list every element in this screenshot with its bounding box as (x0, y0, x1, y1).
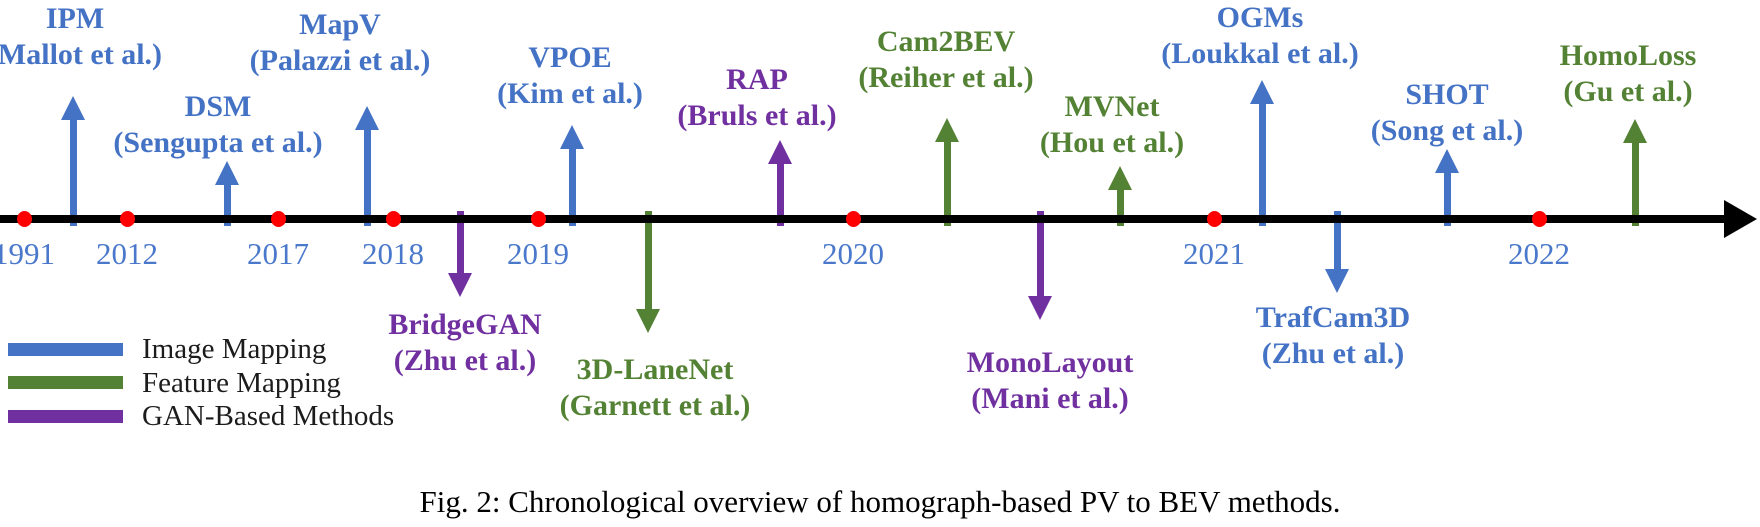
figure-caption: Fig. 2: Chronological overview of homogr… (419, 484, 1341, 519)
event-label: HomoLoss(Gu et al.) (1560, 38, 1697, 110)
year-dot (17, 211, 32, 227)
year-label: 2018 (362, 236, 424, 271)
legend-item: Image Mapping (8, 333, 327, 365)
event-authors: (Garnett et al.) (559, 389, 751, 422)
event-authors: (Mani et al.) (971, 382, 1129, 415)
event-arrow-shaft (1037, 211, 1044, 298)
arrow-down-icon (636, 309, 660, 333)
event-arrow-shaft (1259, 102, 1266, 226)
arrow-up-icon (1250, 80, 1274, 104)
year-label: 2022 (1508, 236, 1570, 271)
arrow-up-icon (768, 140, 792, 164)
arrow-down-icon (1325, 269, 1349, 293)
event-label: OGMs(Loukkal et al.) (1161, 0, 1359, 72)
year-label: 2020 (822, 236, 884, 271)
event-name: SHOT (1405, 78, 1489, 111)
event-authors: (Song et al.) (1370, 114, 1524, 147)
event-label: BridgeGAN(Zhu et al.) (388, 307, 541, 379)
event-name: VPOE (528, 41, 612, 74)
event-arrow-shaft (364, 128, 371, 226)
event-name: TrafCam3D (1255, 301, 1411, 334)
event-arrow-shaft (645, 211, 652, 311)
arrow-up-icon (1108, 166, 1132, 190)
legend-swatch-image (8, 342, 123, 356)
event-authors: (Reiher et al.) (858, 61, 1034, 94)
event-authors: (Hou et al.) (1039, 126, 1185, 159)
event-arrow-shaft (1444, 171, 1451, 226)
event-name: DSM (184, 90, 252, 123)
event-name: 3D-LaneNet (576, 353, 734, 386)
event-arrow-shaft (777, 162, 784, 226)
event-label: MVNet(Hou et al.) (1040, 89, 1184, 161)
event-label: Cam2BEV(Reiher et al.) (858, 24, 1033, 96)
event-name: MVNet (1064, 90, 1160, 123)
year-dot (1532, 211, 1547, 227)
event-arrow-shaft (457, 211, 464, 275)
year-label: 2019 (507, 236, 569, 271)
year-label: 2017 (247, 236, 309, 271)
event-authors: (Loukkal et al.) (1161, 37, 1359, 70)
legend-item: GAN-Based Methods (8, 400, 395, 432)
event-label: TrafCam3D(Zhu et al.) (1256, 300, 1410, 372)
event-authors: (Bruls et al.) (677, 99, 837, 132)
year-dot (386, 211, 401, 227)
year-dot (531, 211, 546, 227)
event-arrow-shaft (1117, 188, 1124, 226)
legend-label: Image Mapping (142, 333, 327, 365)
event-arrow-shaft (224, 183, 231, 226)
event-label: SHOT(Song et al.) (1371, 77, 1524, 149)
legend-label: Feature Mapping (142, 366, 341, 399)
year-dot (271, 211, 286, 227)
event-name: OGMs (1216, 1, 1304, 34)
year-dot (1207, 211, 1222, 227)
arrow-down-icon (1028, 296, 1052, 320)
event-label: 3D-LaneNet(Garnett et al.) (560, 352, 751, 424)
event-name: HomoLoss (1559, 39, 1697, 72)
arrow-down-icon (448, 273, 472, 297)
event-arrow-shaft (1334, 211, 1341, 271)
event-arrow-shaft (70, 118, 77, 226)
event-name: IPM (45, 2, 105, 35)
event-arrow-shaft (569, 147, 576, 226)
year-label: 2012 (96, 236, 158, 271)
event-label: MapV(Palazzi et al.) (250, 7, 431, 79)
arrow-up-icon (1435, 149, 1459, 173)
arrow-up-icon (935, 118, 959, 142)
event-label: MonoLayout(Mani et al.) (967, 345, 1134, 417)
event-arrow-shaft (1632, 141, 1639, 226)
timeline-axis (0, 215, 1728, 223)
year-dot (846, 211, 861, 227)
event-authors: (Palazzi et al.) (249, 44, 431, 77)
event-authors: (Sengupta et al.) (113, 126, 323, 159)
arrow-up-icon (1623, 119, 1647, 143)
event-name: Cam2BEV (876, 25, 1016, 58)
timeline-arrowhead-icon (1724, 200, 1757, 238)
event-authors: (Mallot et al.) (0, 38, 163, 71)
arrow-up-icon (215, 161, 239, 185)
event-authors: (Zhu et al.) (393, 344, 537, 377)
event-authors: (Kim et al.) (497, 77, 643, 110)
legend-label: GAN-Based Methods (142, 400, 395, 432)
arrow-up-icon (560, 125, 584, 149)
year-label: 1991 (0, 236, 55, 271)
legend-swatch-feature (8, 376, 123, 389)
event-name: MonoLayout (966, 346, 1134, 379)
legend-item: Feature Mapping (8, 366, 341, 399)
event-label: VPOE(Kim et al.) (497, 40, 643, 112)
event-label: IPM(Mallot et al.) (0, 1, 162, 73)
year-dot (120, 211, 135, 227)
arrow-up-icon (61, 96, 85, 120)
event-name: BridgeGAN (388, 308, 542, 341)
event-name: RAP (726, 63, 788, 96)
event-label: DSM(Sengupta et al.) (113, 89, 322, 161)
event-name: MapV (299, 8, 381, 41)
event-arrow-shaft (944, 140, 951, 226)
legend-swatch-gan (8, 409, 123, 423)
event-authors: (Gu et al.) (1563, 75, 1693, 108)
arrow-up-icon (355, 106, 379, 130)
year-label: 2021 (1183, 236, 1245, 271)
event-authors: (Zhu et al.) (1261, 337, 1405, 370)
event-label: RAP(Bruls et al.) (677, 62, 836, 134)
